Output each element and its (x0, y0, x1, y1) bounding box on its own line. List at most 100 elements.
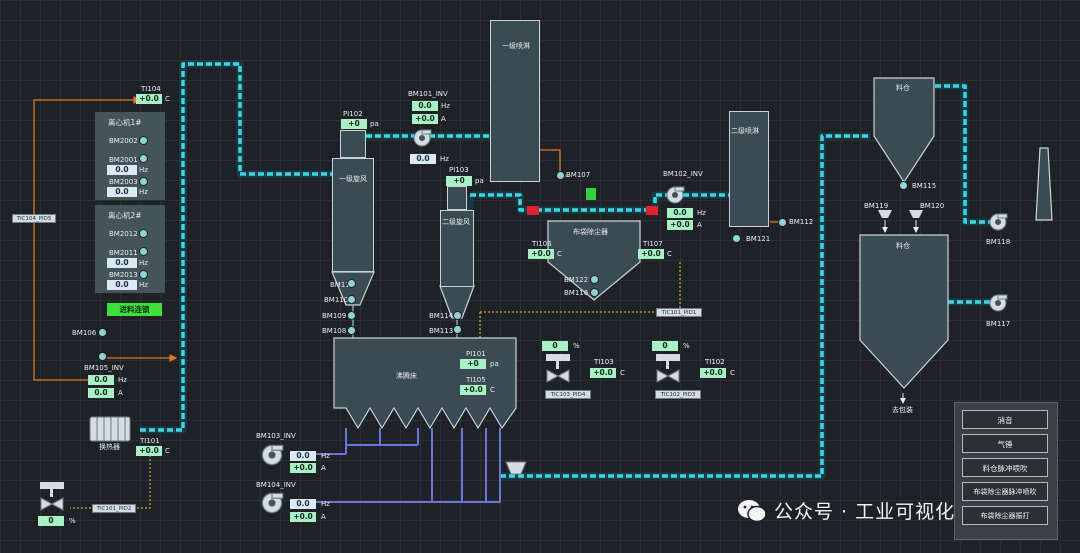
ti106-value: +0.0 (528, 249, 554, 259)
pi101-unit: pa (490, 360, 499, 368)
ti107-unit: C (667, 250, 672, 258)
fan-icon[interactable] (260, 443, 284, 467)
valve-3-value: 0 (38, 516, 64, 526)
feed-interlock-button[interactable]: 进料连锁 (107, 303, 162, 316)
motor-label: BM106 (72, 329, 97, 337)
ti104-unit: C (165, 95, 170, 103)
motor-status-icon[interactable] (139, 270, 148, 279)
motor-status-icon[interactable] (590, 275, 599, 284)
centrifuge-1-title: 离心机1# (108, 118, 142, 127)
spray-tower-2-label: 二级喷淋 (731, 127, 759, 135)
motor-status-icon[interactable] (778, 218, 787, 227)
motor-status-icon[interactable] (347, 295, 356, 304)
cyclone-1-top (340, 130, 366, 158)
control-valve-icon[interactable] (654, 352, 682, 386)
motor-status-icon[interactable] (732, 234, 741, 243)
motor-status-icon[interactable] (453, 311, 462, 320)
hopper-pulse-button[interactable]: 料仓脉冲喷吹 (962, 458, 1048, 477)
pid-tag[interactable]: TIC103_PID4 (545, 390, 591, 399)
motor-status-icon[interactable] (139, 247, 148, 256)
bm101-hz-value: 0.0 (412, 101, 438, 111)
fluidbed-vessel (333, 337, 517, 430)
air-hammer-button[interactable]: 气锤 (962, 434, 1048, 453)
motor-label: BM2011 (109, 249, 138, 257)
ti102-tag: TI102 (705, 358, 725, 366)
fan-icon[interactable] (988, 212, 1008, 232)
pid-tag[interactable]: TIC101_PID2 (92, 504, 136, 513)
motor-label: BM122 (564, 276, 589, 284)
motor-label: BM119 (864, 202, 889, 210)
motor-status-icon[interactable] (453, 325, 462, 334)
baghouse-pulse-button[interactable]: 布袋除尘器脉冲喷吹 (962, 482, 1048, 501)
pi101-value: +0 (460, 359, 486, 369)
motor-status-icon[interactable] (139, 136, 148, 145)
motor-status-icon[interactable] (98, 352, 107, 361)
motor-label: BM112 (789, 218, 814, 226)
motor-status-icon[interactable] (347, 311, 356, 320)
ti104-tag: TI104 (141, 85, 161, 93)
pid-tag[interactable]: TIC101_PID1 (656, 308, 702, 317)
motor-status-icon[interactable] (899, 181, 908, 190)
spray-tower-2 (729, 111, 769, 227)
motor-status-icon[interactable] (556, 171, 565, 180)
bm101-a-unit: A (441, 115, 446, 123)
motor-label: BM114 (429, 312, 454, 320)
motor-label: BM2003 (109, 178, 138, 186)
bm105-hz-value: 0.0 (88, 375, 114, 385)
pid-tag[interactable]: TIC104_PID5 (12, 214, 56, 223)
bm102-a-unit: A (697, 221, 702, 229)
pi103-tag: PI103 (449, 166, 469, 174)
bm105-hz-unit: Hz (118, 376, 127, 384)
bm103-inv-tag: BM103_INV (256, 432, 296, 440)
bm104-hz-unit: Hz (321, 500, 330, 508)
control-valve-icon[interactable] (38, 480, 66, 514)
cyclone-1-label: 一级旋风 (339, 175, 367, 183)
pid-tag[interactable]: TIC102_PID3 (655, 390, 701, 399)
fan-icon[interactable] (665, 185, 685, 205)
fluidbed-label: 沸腾床 (396, 372, 417, 380)
motor-status-icon[interactable] (347, 279, 356, 288)
ti105-tag: TI105 (466, 376, 486, 384)
ti101-value: +0.0 (136, 446, 162, 456)
motor-status-icon[interactable] (139, 177, 148, 186)
motor-label: BM2002 (109, 137, 138, 145)
motor-status-icon[interactable] (98, 328, 107, 337)
motor-status-icon[interactable] (139, 154, 148, 163)
fan-icon[interactable] (988, 293, 1008, 313)
pi102-tag: PI102 (343, 110, 363, 118)
ti101-tag: TI101 (140, 437, 160, 445)
bm101-inv-tag: BM101_INV (408, 90, 448, 98)
heater-label: 换热器 (99, 443, 120, 451)
freq-unit: Hz (139, 166, 148, 174)
motor-status-icon[interactable] (347, 326, 356, 335)
motor-label: BM107 (566, 171, 591, 179)
watermark-text: 公众号 · 工业可视化 (774, 501, 956, 523)
ti102-value: +0.0 (700, 368, 726, 378)
motor-label: BM11 (330, 281, 350, 289)
freq-unit: Hz (139, 188, 148, 196)
motor-status-icon[interactable] (590, 288, 599, 297)
bm105-a-value: 0.0 (88, 388, 114, 398)
bm103-a-value: +0.0 (290, 463, 316, 473)
motor-label: BM117 (986, 320, 1011, 328)
fan-icon[interactable] (412, 128, 432, 148)
ti107-tag: TI107 (643, 240, 663, 248)
motor-label: BM121 (746, 235, 771, 243)
control-valve-icon[interactable] (544, 352, 572, 386)
centrifuge-2-panel: 离心机2# BM2012 BM2011 0.0 Hz BM2013 0.0 Hz (95, 205, 165, 293)
to-packaging-label: 去包装 (892, 406, 913, 414)
motor-label: BM120 (920, 202, 945, 210)
motor-label: BM108 (322, 327, 347, 335)
silence-button[interactable]: 消音 (962, 410, 1048, 429)
motor-label: BM109 (322, 312, 347, 320)
pi102-value: +0 (341, 119, 367, 129)
freq-unit: Hz (139, 259, 148, 267)
ti101-unit: C (165, 447, 170, 455)
ti106-tag: TI106 (532, 240, 552, 248)
motor-status-icon[interactable] (139, 229, 148, 238)
ti103-tag: TI103 (594, 358, 614, 366)
fan-icon[interactable] (260, 491, 284, 515)
pi103-unit: pa (475, 177, 484, 185)
baghouse-rapping-button[interactable]: 布袋除尘器振打 (962, 506, 1048, 525)
valve-2-unit: % (683, 342, 690, 350)
